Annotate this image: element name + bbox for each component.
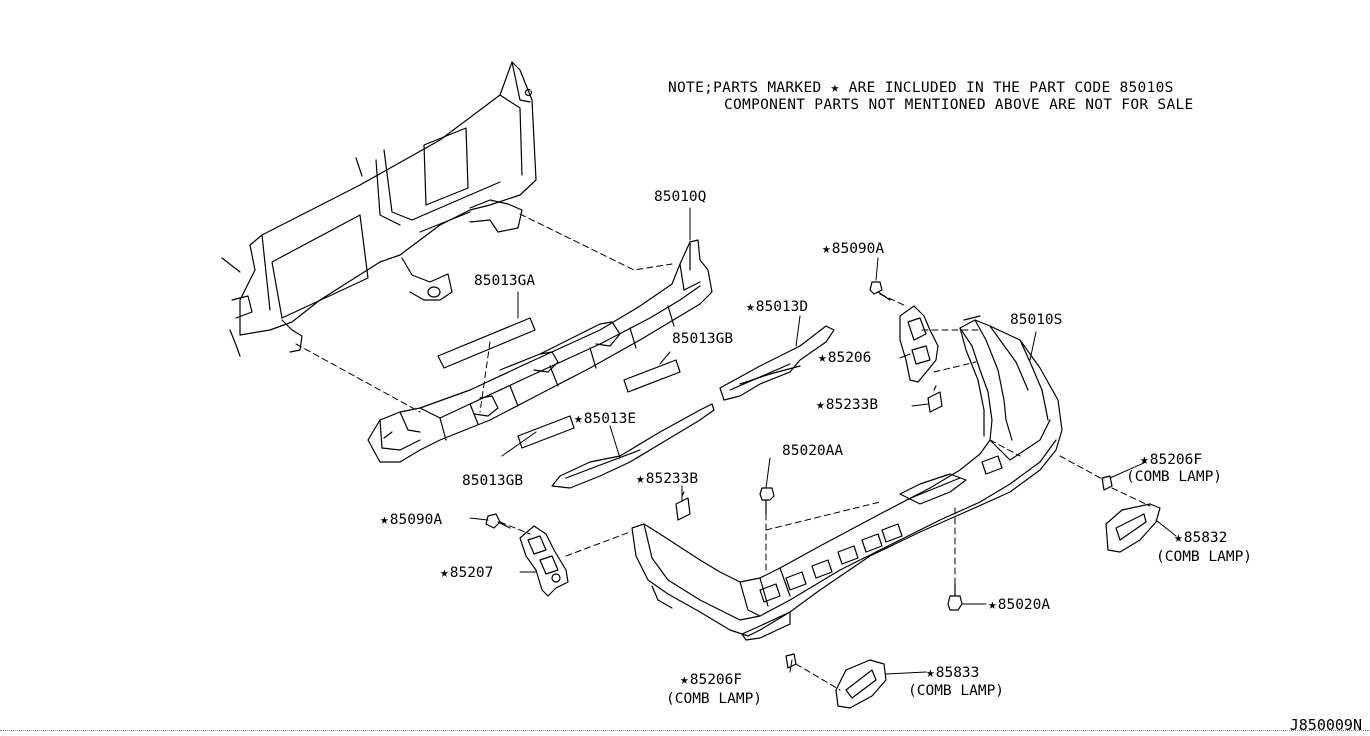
callout-label: 85013E: [583, 411, 637, 427]
callout-label: 85090A: [389, 512, 443, 528]
callout-label: 85010S: [1010, 312, 1063, 328]
callout-85013GA[interactable]: 85013GA: [474, 273, 535, 289]
side-bracket-85206: [899, 305, 939, 383]
clip-85233B-upper: [927, 385, 943, 413]
star-icon: ★: [680, 672, 689, 688]
callout-85206F-bottom-sub: (COMB LAMP): [666, 691, 762, 707]
callout-label: 85013GB: [462, 473, 524, 489]
rear-bumper-fascia-85010S: [631, 315, 1063, 641]
absorber-85013D: [719, 325, 835, 401]
star-icon: ★: [746, 299, 755, 315]
callout-85090A-top[interactable]: ★85090A: [822, 241, 884, 257]
callout-sub-label: (COMB LAMP): [908, 683, 1005, 699]
callout-85207[interactable]: ★85207: [440, 565, 493, 581]
callout-85020AA[interactable]: 85020AA: [782, 443, 843, 459]
callout-label: 85233B: [645, 471, 699, 487]
callout-label: 85020AA: [782, 443, 844, 459]
side-bracket-85207: [519, 525, 569, 597]
star-icon: ★: [1174, 530, 1183, 546]
leader-lines: [469, 207, 1177, 675]
callout-85013GB-lower[interactable]: 85013GB: [462, 473, 523, 489]
callout-label: 85207: [449, 565, 494, 581]
bolt-85020A: [947, 583, 963, 611]
note-line-1: NOTE;PARTS MARKED ★ ARE INCLUDED IN THE …: [668, 80, 1174, 96]
bolt-85090A-left: [485, 513, 511, 529]
reflex-lamp-85833: [835, 659, 887, 709]
callout-label: 85832: [1183, 530, 1228, 546]
callout-85832-sub: (COMB LAMP): [1156, 549, 1252, 565]
star-icon: ★: [830, 80, 840, 96]
callout-label: 85206: [827, 350, 872, 366]
callout-label: 85206F: [1149, 452, 1203, 468]
star-icon: ★: [380, 512, 389, 528]
callout-sub-label: (COMB LAMP): [1126, 469, 1223, 485]
callout-label: 85013GB: [672, 331, 734, 347]
bottom-dotted-rule: [0, 730, 1370, 731]
note-line-2: COMPONENT PARTS NOT MENTIONED ABOVE ARE …: [724, 97, 1194, 113]
star-icon: ★: [440, 565, 449, 581]
callout-label: 85013D: [755, 299, 809, 315]
rear-bumper-reinforcement-85010Q: [367, 239, 713, 463]
callout-85010Q[interactable]: 85010Q: [654, 189, 706, 205]
diagram-code: J850009N: [1289, 716, 1362, 734]
star-icon: ★: [818, 350, 827, 366]
note-line-1-suffix: ARE INCLUDED IN THE PART CODE 85010S: [848, 80, 1174, 96]
callout-85013GB-upper[interactable]: 85013GB: [672, 331, 733, 347]
star-icon: ★: [822, 241, 831, 257]
callout-label: 85090A: [831, 241, 885, 257]
star-icon: ★: [574, 411, 583, 427]
callout-85833[interactable]: ★85833: [926, 665, 979, 681]
star-icon: ★: [1140, 452, 1149, 468]
callout-85206F-right[interactable]: ★85206F: [1140, 452, 1202, 468]
clip-85233B-middle: [675, 491, 691, 521]
callout-85233B-middle[interactable]: ★85233B: [636, 471, 698, 487]
bolt-85090A-top: [869, 281, 891, 301]
clip-85206F-right: [1101, 475, 1113, 491]
note-line-1-prefix: NOTE;PARTS MARKED: [668, 80, 822, 96]
bolt-85020AA: [759, 487, 775, 515]
assembly-dashed-lines: [295, 213, 1151, 691]
callout-label: 85013GA: [474, 273, 536, 289]
note-line-2-text: COMPONENT PARTS NOT MENTIONED ABOVE ARE …: [724, 97, 1194, 113]
callout-label: 85833: [935, 665, 980, 681]
callout-label: 85206F: [689, 672, 743, 688]
callout-85206F-bottom[interactable]: ★85206F: [680, 672, 742, 688]
callout-85233B-upper[interactable]: ★85233B: [816, 397, 878, 413]
spacer-strip-85013GB-upper: [623, 359, 681, 393]
callout-label: 85010Q: [654, 189, 707, 205]
star-icon: ★: [636, 471, 645, 487]
absorber-85013E: [551, 403, 715, 489]
callout-85206F-right-sub: (COMB LAMP): [1126, 469, 1222, 485]
spacer-strip-85013GA: [437, 317, 536, 369]
callout-85020A[interactable]: ★85020A: [988, 597, 1050, 613]
star-icon: ★: [816, 397, 825, 413]
callout-85832[interactable]: ★85832: [1174, 530, 1227, 546]
callout-85833-sub: (COMB LAMP): [908, 683, 1004, 699]
callout-85013D[interactable]: ★85013D: [746, 299, 808, 315]
callout-sub-label: (COMB LAMP): [1156, 549, 1253, 565]
spacer-strip-85013GB-lower: [517, 415, 575, 449]
vehicle-rear-body-panel: [221, 61, 537, 357]
callout-label: 85233B: [825, 397, 879, 413]
callout-85090A-left[interactable]: ★85090A: [380, 512, 442, 528]
star-icon: ★: [988, 597, 997, 613]
callout-85206[interactable]: ★85206: [818, 350, 871, 366]
callout-label: 85020A: [997, 597, 1051, 613]
callout-85010S[interactable]: 85010S: [1010, 312, 1062, 328]
callout-sub-label: (COMB LAMP): [666, 691, 763, 707]
star-icon: ★: [926, 665, 935, 681]
reflex-lamp-85832: [1105, 503, 1161, 553]
callout-85013E[interactable]: ★85013E: [574, 411, 636, 427]
